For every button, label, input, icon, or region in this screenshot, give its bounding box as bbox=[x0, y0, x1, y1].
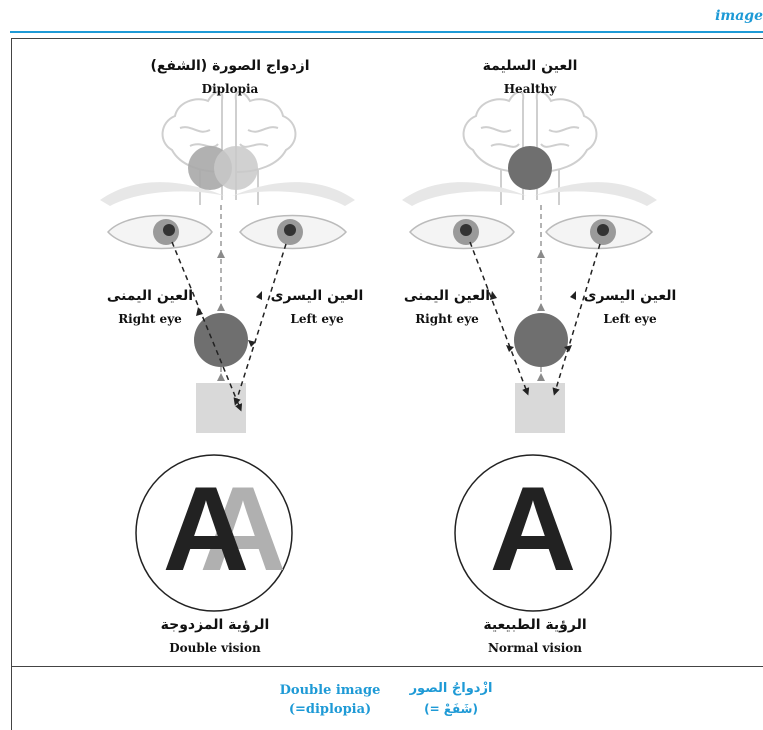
normal-vision-letter: A bbox=[490, 462, 577, 596]
healthy-title-en: Healthy bbox=[440, 82, 620, 96]
diplopia-right-eye-ar: العين اليمنى bbox=[95, 288, 205, 304]
footer-term-en-line1: Double image bbox=[270, 683, 390, 698]
diplopia-left-eye-ar: العين اليسرى bbox=[262, 288, 372, 304]
diplopia-left-eye-en: Left eye bbox=[262, 312, 372, 326]
double-vision-caption-ar: الرؤية المزدوجة bbox=[120, 617, 310, 633]
double-vision-caption-en: Double vision bbox=[120, 641, 310, 655]
lens-focus-circle-healthy bbox=[514, 313, 568, 367]
footer-term-ar-line1: ازْدواجُ الصور bbox=[396, 681, 506, 696]
left-eye-icon-healthy bbox=[546, 216, 652, 249]
normal-vision-caption-ar: الرؤية الطبيعية bbox=[440, 617, 630, 633]
object-square-healthy bbox=[515, 383, 565, 433]
diplopia-right-eye-en: Right eye bbox=[95, 312, 205, 326]
right-eye-icon-healthy bbox=[410, 216, 514, 249]
overlap-image-right bbox=[214, 146, 258, 190]
healthy-right-eye-ar: العين اليمنى bbox=[392, 288, 502, 304]
object-square bbox=[196, 383, 246, 433]
healthy-right-eye-en: Right eye bbox=[392, 312, 502, 326]
footer-term-en-line2: (=diplopia) bbox=[270, 702, 390, 717]
diplopia-title-en: Diplopia bbox=[130, 82, 330, 96]
right-eye-icon bbox=[108, 216, 212, 249]
healthy-left-eye-ar: العين اليسرى bbox=[575, 288, 685, 304]
healthy-title-ar: العين السليمة bbox=[440, 58, 620, 74]
double-vision-letter: A bbox=[163, 462, 250, 596]
diplopia-title-ar: ازدواج الصورة (الشفع) bbox=[130, 58, 330, 74]
left-eye-icon bbox=[240, 216, 346, 249]
footer-term-ar-line2: (= شَفَعْ) bbox=[396, 702, 506, 716]
normal-vision-caption-en: Normal vision bbox=[440, 641, 630, 655]
healthy-left-eye-en: Left eye bbox=[575, 312, 685, 326]
fused-image bbox=[508, 146, 552, 190]
